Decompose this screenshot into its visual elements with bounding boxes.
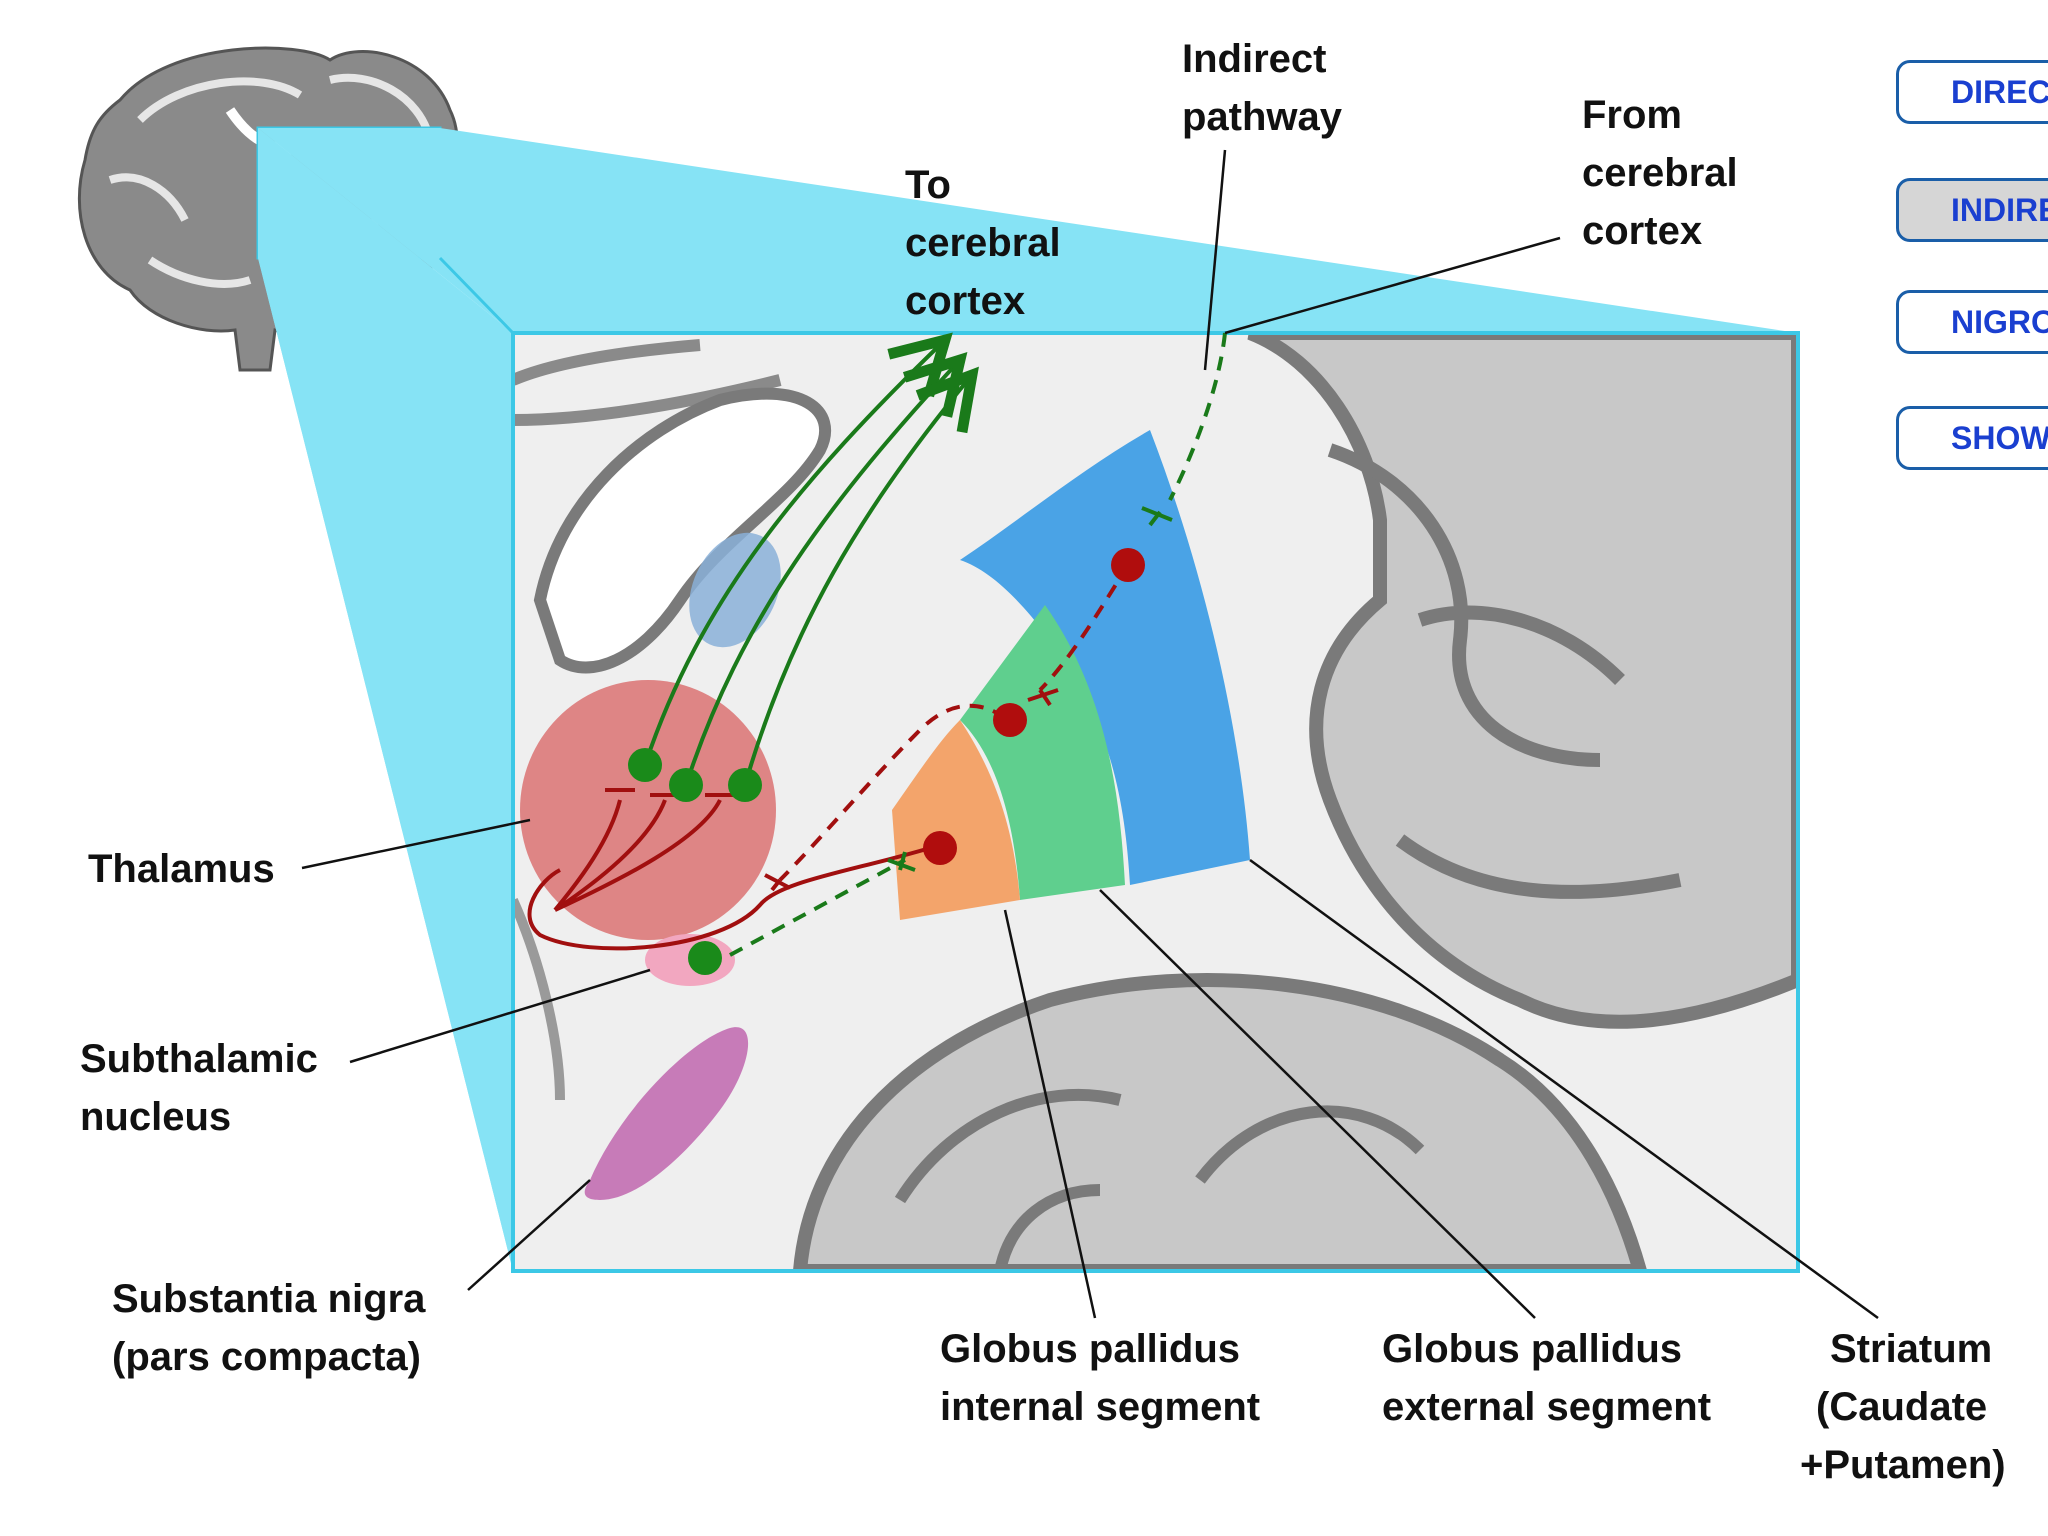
substantia-nigra-region (584, 1027, 749, 1200)
striatum-neuron (1111, 548, 1145, 582)
striatum-region (960, 430, 1250, 885)
label-to-cortex: To cerebral cortex (905, 163, 1072, 323)
gpi-region (892, 720, 1020, 920)
pathways (527, 332, 1227, 975)
label-striatum: Striatum (Caudate +Putamen) (1800, 1327, 2006, 1487)
thalamus-neuron-3 (728, 768, 762, 802)
label-gpe: Globus pallidus external segment (1382, 1327, 1711, 1429)
gpe-neuron (993, 703, 1027, 737)
gpe-region (960, 605, 1125, 900)
brain-slice (513, 333, 1798, 1271)
structures (520, 430, 1250, 1200)
label-subthalamic: Subthalamic nucleus (80, 1037, 329, 1139)
zoom-funnel (258, 128, 1798, 1271)
gpi-neuron (923, 831, 957, 865)
labels: Indirect pathway To cerebral cortex From… (80, 37, 2006, 1487)
subthalamic-neuron (688, 941, 722, 975)
label-from-cortex: From cerebral cortex (1582, 93, 1749, 253)
label-thalamus: Thalamus (88, 847, 275, 891)
pathway-nav: DIRECT INDIRECT NIGROSTRIATAL SHOW ALL (1880, 40, 2048, 490)
nav-button-show-all[interactable]: SHOW ALL (1896, 406, 2048, 470)
label-indirect-pathway: Indirect pathway (1182, 37, 1343, 139)
thalamus-region (520, 680, 776, 940)
label-substantia-nigra: Substantia nigra (pars compacta) (112, 1277, 437, 1379)
leader-lines (301, 149, 1879, 1320)
label-gpi: Globus pallidus internal segment (940, 1327, 1260, 1429)
nav-button-indirect[interactable]: INDIRECT (1896, 178, 2048, 242)
nav-button-nigrostriatal[interactable]: NIGROSTRIATAL (1896, 290, 2048, 354)
thalamus-neuron-2 (669, 768, 703, 802)
nav-button-direct[interactable]: DIRECT (1896, 60, 2048, 124)
thalamus-neuron-1 (628, 748, 662, 782)
